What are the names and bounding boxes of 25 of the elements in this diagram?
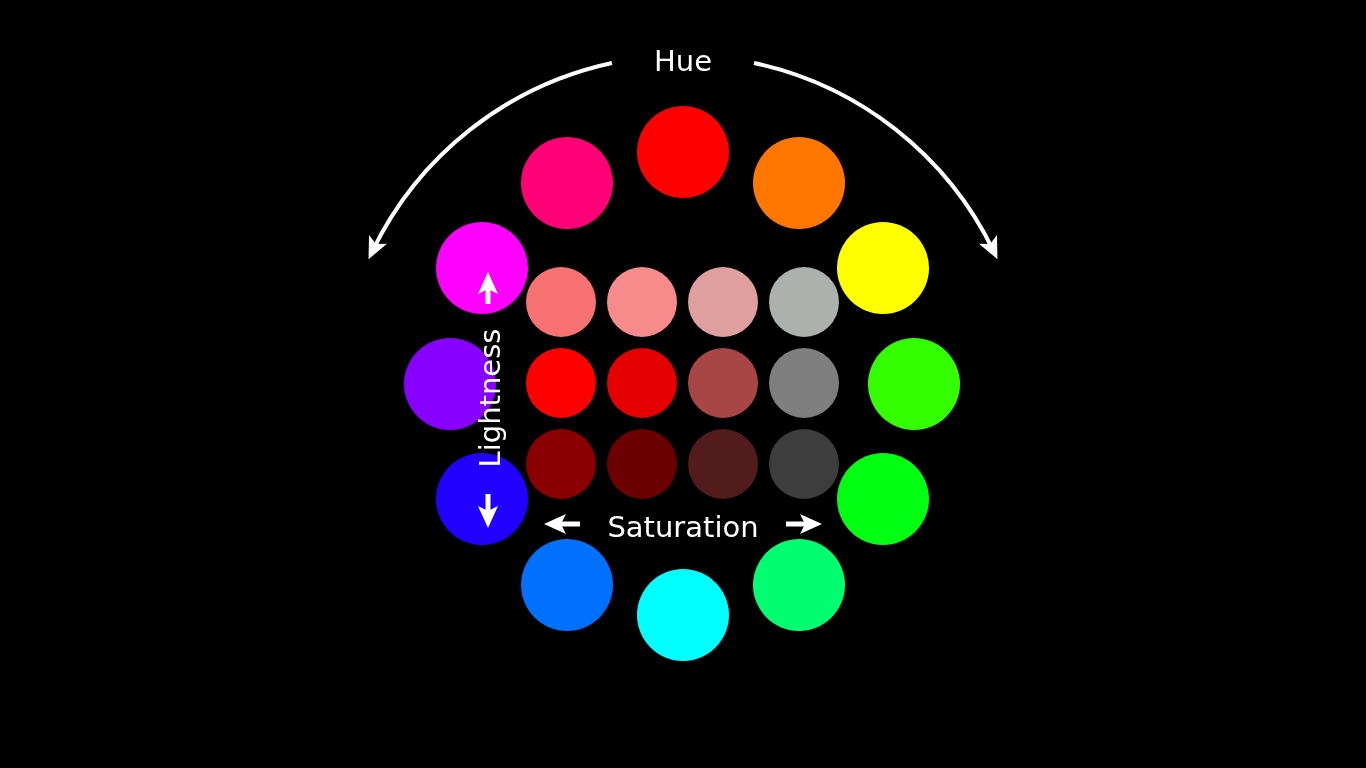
shade-circle: [769, 348, 839, 418]
saturation-label: Saturation: [607, 512, 759, 542]
shade-circle: [769, 429, 839, 499]
hue-circle: [753, 539, 845, 631]
hue-circle: [753, 137, 845, 229]
lightness-label: Lightness: [475, 328, 505, 468]
hue-circle: [637, 569, 729, 661]
hue-label: Hue: [654, 46, 712, 76]
shade-circle: [526, 348, 596, 418]
shade-circle: [607, 348, 677, 418]
shade-circle: [688, 429, 758, 499]
hue-circle: [837, 453, 929, 545]
shade-circle: [607, 429, 677, 499]
shade-circle: [526, 267, 596, 337]
shade-circle: [688, 348, 758, 418]
hue-circle: [521, 539, 613, 631]
hue-circle: [637, 106, 729, 198]
shade-circle: [607, 267, 677, 337]
hue-circle: [436, 222, 528, 314]
shade-circle: [688, 267, 758, 337]
hue-circle: [868, 338, 960, 430]
hue-circle: [837, 222, 929, 314]
shade-circle: [526, 429, 596, 499]
hue-circle: [521, 137, 613, 229]
shade-circle: [769, 267, 839, 337]
